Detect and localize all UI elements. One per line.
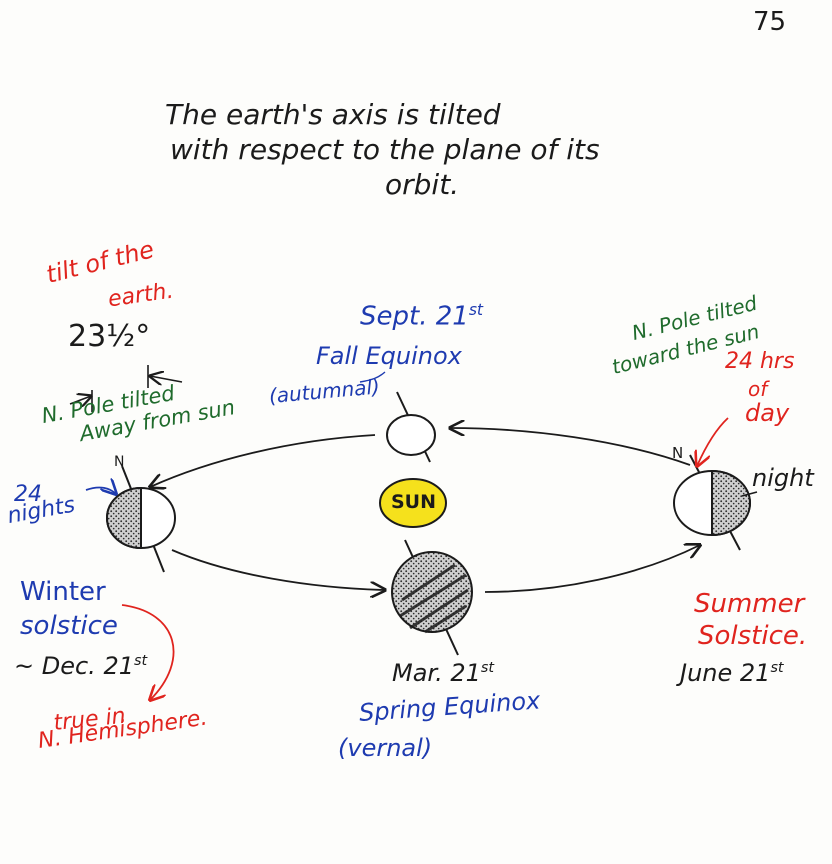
winter-date: ~ Dec. 21st [14,653,147,679]
day-arrow [697,417,729,466]
nights-arrow [85,487,116,494]
winter-date-suffix: st [133,653,148,669]
summer-day-line-1: 24 hrs [725,349,795,374]
night-pointer [741,491,758,497]
sun [379,478,447,528]
orbit-arc-spring-to-summer [484,545,700,593]
fall-date: Sept. 21st [360,301,484,332]
sun-label: SUN [391,491,437,513]
earth-night-side [711,469,751,537]
title-line-1: The earth's axis is tilted [165,98,501,131]
earth-stripes [399,563,469,634]
fall-name: Fall Equinox [316,342,462,370]
summer-name-line-2: Solstice. [698,621,808,651]
earth-globe [391,551,473,633]
tilt-value: 23½° [68,319,151,354]
autumnal-bracket [359,371,386,383]
summer-day-line-2: of [748,377,768,401]
title-line-2: with respect to the plane of its [170,133,600,166]
fall-date-suffix: st [468,301,484,319]
orbit-arc-summer-to-fall [450,428,691,466]
earth-summer-solstice [673,454,758,551]
earth-night-side [106,486,142,550]
earth-winter-solstice [106,465,176,573]
summer-name-line-1: Summer [694,589,805,619]
winter-date-text: ~ Dec. 21 [14,652,134,680]
earth-globe [386,414,436,456]
summer-day-line-3: day [745,399,790,427]
spring-date-text: Mar. 21 [392,659,481,687]
sun-disc [379,478,447,528]
fall-date-text: Sept. 21 [360,301,469,332]
earth-spring-equinox [391,539,473,656]
summer-date-suffix: st [770,660,784,676]
orbit-path [150,428,700,592]
spring-alt-name: (vernal) [338,734,433,762]
winter-name-line-1: Winter [20,577,106,607]
winter-pole-letter: N [114,454,125,470]
spring-date-suffix: st [480,660,495,676]
winter-name-line-2: solstice [20,611,118,641]
earth-fall-equinox [386,391,436,463]
page-number: 75 [753,7,787,37]
summer-date-text: June 21 [680,659,771,687]
title-line-3: orbit. [385,168,460,201]
summer-night-label: night [752,464,814,492]
hemisphere-arrow [121,604,175,700]
summer-pole-letter: N [672,444,684,462]
spring-date: Mar. 21st [392,660,494,686]
orbit-arc-fall-to-winter [150,434,376,487]
winter-nights-line-1: 24 [14,482,42,507]
tilt-measure-arrows [69,365,183,412]
orbit-arc-winter-to-spring [171,549,385,590]
summer-date: June 21st [680,660,784,686]
